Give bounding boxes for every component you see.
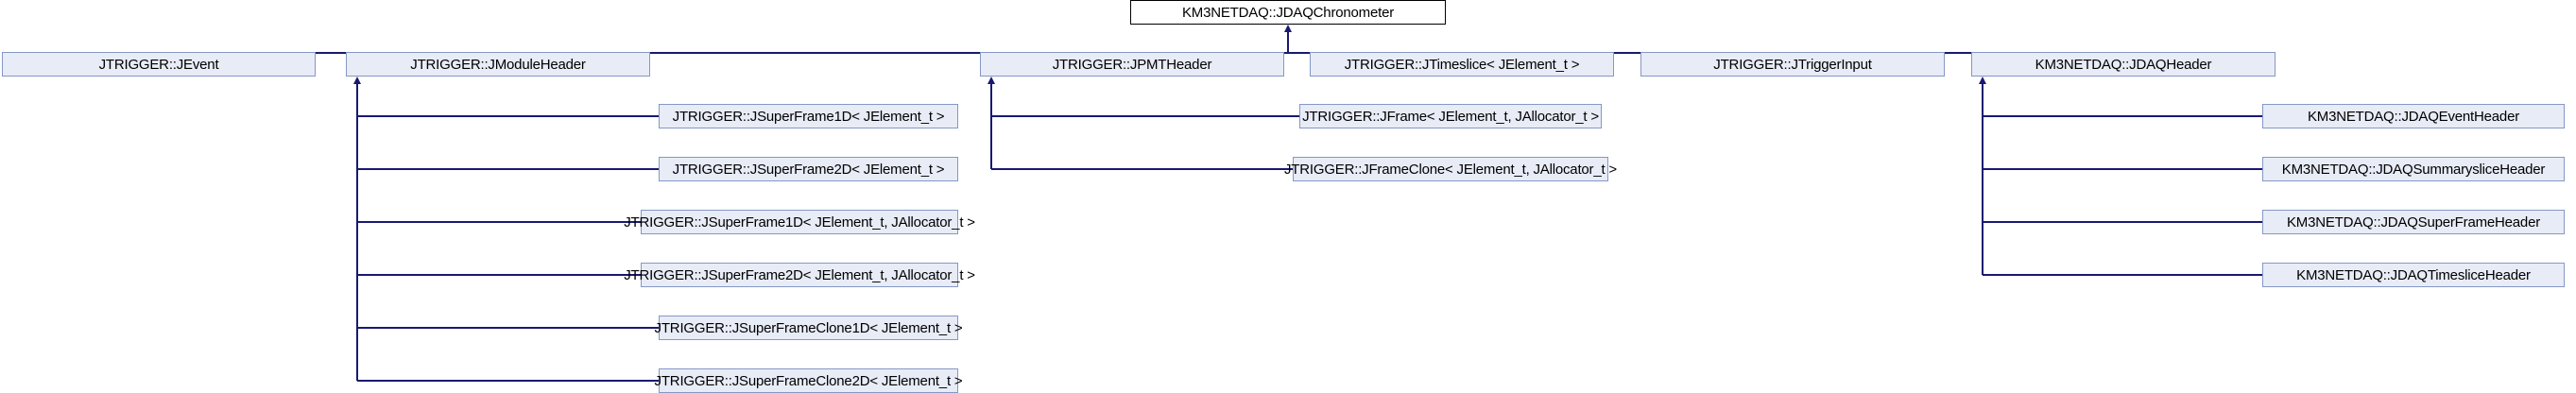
class-node-jdaqsuperframe[interactable]: KM3NETDAQ::JDAQSuperFrameHeader [2262,210,2565,234]
class-node-jdaqheader[interactable]: KM3NETDAQ::JDAQHeader [1971,52,2275,77]
class-node-label: JTRIGGER::JPMTHeader [1052,56,1212,73]
class-node-label: KM3NETDAQ::JDAQEventHeader [2307,108,2520,125]
class-node-label: JTRIGGER::JSuperFrameClone2D< JElement_t… [654,372,963,389]
class-node-jsuperframe2da[interactable]: JTRIGGER::JSuperFrame2D< JElement_t, JAl… [624,263,975,287]
class-node-jframeclone[interactable]: JTRIGGER::JFrameClone< JElement_t, JAllo… [1284,157,1617,181]
class-node-jsfclone1d[interactable]: JTRIGGER::JSuperFrameClone1D< JElement_t… [655,316,963,340]
class-node-root[interactable]: KM3NETDAQ::JDAQChronometer [1130,0,1446,25]
class-node-jdaqsummary[interactable]: KM3NETDAQ::JDAQSummarysliceHeader [2262,157,2565,181]
class-node-label: KM3NETDAQ::JDAQSuperFrameHeader [2286,214,2541,231]
class-node-jtriggerinput[interactable]: JTRIGGER::JTriggerInput [1640,52,1945,77]
class-node-label: JTRIGGER::JFrameClone< JElement_t, JAllo… [1284,161,1617,178]
class-node-label: JTRIGGER::JEvent [98,56,219,73]
class-node-label: JTRIGGER::JModuleHeader [410,56,586,73]
class-node-label: KM3NETDAQ::JDAQTimesliceHeader [2296,266,2531,283]
class-node-jsuperframe2d[interactable]: JTRIGGER::JSuperFrame2D< JElement_t > [659,157,958,181]
class-node-label: JTRIGGER::JSuperFrame2D< JElement_t > [672,161,945,178]
class-node-label: JTRIGGER::JSuperFrame2D< JElement_t, JAl… [624,266,975,283]
class-node-label: KM3NETDAQ::JDAQSummarysliceHeader [2281,161,2546,178]
class-node-jtimeslice[interactable]: JTRIGGER::JTimeslice< JElement_t > [1310,52,1614,77]
class-node-label: JTRIGGER::JTriggerInput [1713,56,1872,73]
class-node-jsfclone2d[interactable]: JTRIGGER::JSuperFrameClone2D< JElement_t… [655,368,963,393]
class-node-label: KM3NETDAQ::JDAQHeader [2035,56,2212,73]
class-node-jpmtheader[interactable]: JTRIGGER::JPMTHeader [980,52,1284,77]
class-node-jsuperframe1da[interactable]: JTRIGGER::JSuperFrame1D< JElement_t, JAl… [624,210,975,234]
class-node-jdaqtimeslice[interactable]: KM3NETDAQ::JDAQTimesliceHeader [2262,263,2565,287]
class-node-jevent[interactable]: JTRIGGER::JEvent [2,52,316,77]
class-node-label: JTRIGGER::JFrame< JElement_t, JAllocator… [1302,108,1599,125]
class-node-label: JTRIGGER::JTimeslice< JElement_t > [1344,56,1580,73]
class-node-label: JTRIGGER::JSuperFrame1D< JElement_t, JAl… [624,214,975,231]
class-node-jframe[interactable]: JTRIGGER::JFrame< JElement_t, JAllocator… [1299,104,1602,128]
class-node-label: JTRIGGER::JSuperFrameClone1D< JElement_t… [654,319,963,336]
class-node-label: KM3NETDAQ::JDAQChronometer [1181,4,1395,21]
class-node-jmoduleheader[interactable]: JTRIGGER::JModuleHeader [346,52,650,77]
class-node-label: JTRIGGER::JSuperFrame1D< JElement_t > [672,108,945,125]
class-node-jsuperframe1d[interactable]: JTRIGGER::JSuperFrame1D< JElement_t > [659,104,958,128]
class-node-jdaqeventheader[interactable]: KM3NETDAQ::JDAQEventHeader [2262,104,2565,128]
